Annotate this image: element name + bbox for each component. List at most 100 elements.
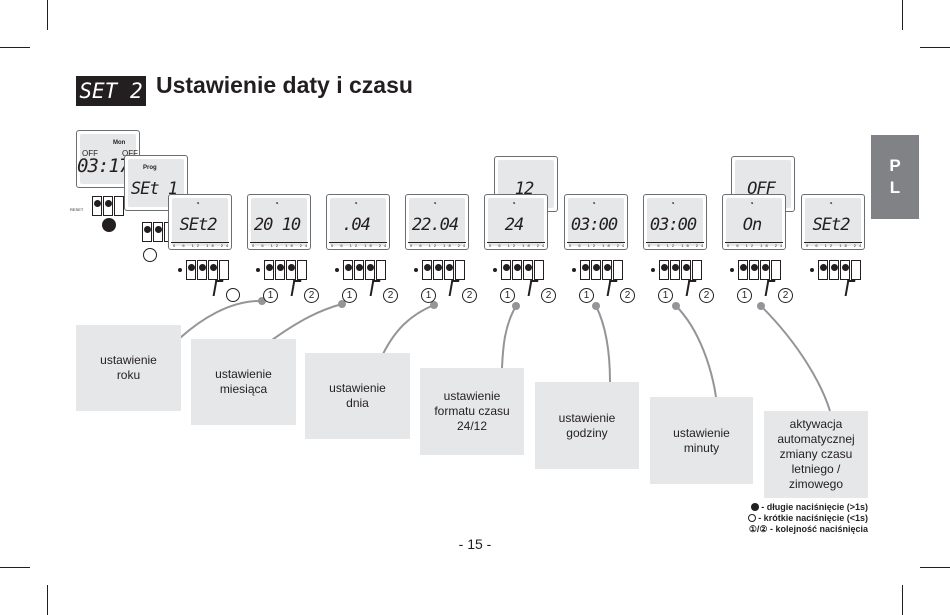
device-button[interactable] (692, 260, 702, 280)
device-button[interactable] (738, 260, 748, 280)
device-button[interactable] (512, 260, 522, 280)
device-button[interactable] (659, 260, 669, 280)
device-button[interactable] (433, 260, 443, 280)
device-button[interactable] (591, 260, 601, 280)
lcd-off-label: OFF (122, 149, 138, 158)
device-button[interactable] (534, 260, 544, 280)
language-letter: L (889, 178, 901, 197)
device-button[interactable] (354, 260, 364, 280)
device-button[interactable] (219, 260, 229, 280)
crop-mark (0, 47, 30, 48)
crop-mark (920, 47, 950, 48)
lcd-tick-labels: 0 6 12 18 24 (648, 243, 707, 248)
device-button[interactable] (103, 196, 113, 216)
device-button[interactable] (365, 260, 375, 280)
reset-label: RESET (70, 207, 84, 212)
sequence-one-icon: 1 (342, 288, 357, 303)
lcd-digits: .04 (342, 215, 371, 235)
device-button[interactable] (153, 222, 163, 242)
device-button[interactable] (613, 260, 623, 280)
lcd-scale (408, 239, 466, 243)
button-panel (810, 260, 862, 282)
device-button[interactable] (297, 260, 307, 280)
lcd-scale (329, 239, 387, 243)
lcd-prog-label: Prog (143, 165, 157, 171)
lcd-background (726, 198, 782, 246)
device-button[interactable] (818, 260, 828, 280)
label-box-dst: aktywacja automatycznej zmiany czasu let… (764, 411, 868, 498)
lcd-background (488, 198, 544, 246)
page-title: Ustawienie daty i czasu (156, 72, 413, 98)
device-button[interactable] (681, 260, 691, 280)
lcd-digits: On (742, 215, 762, 235)
device-button[interactable] (455, 260, 465, 280)
device-button[interactable] (114, 196, 124, 216)
short-press-icon (143, 248, 157, 262)
device-button[interactable] (840, 260, 850, 280)
sequence-one-icon: 1 (263, 288, 278, 303)
indicator-dot (178, 268, 182, 272)
button-panel (178, 260, 230, 282)
lcd-background (647, 198, 703, 246)
lcd-tick-labels: 0 6 12 18 24 (569, 243, 628, 248)
label-text: ustawienie minuty (673, 425, 730, 455)
device-button[interactable] (523, 260, 533, 280)
crop-mark (902, 585, 903, 615)
lcd-background (251, 198, 307, 246)
label-box-format: ustawienie formatu czasu 24/12 (420, 368, 524, 455)
device-button[interactable] (186, 260, 196, 280)
clock-icon: ◔ (749, 199, 754, 208)
lcd-scale (487, 239, 545, 243)
device-button[interactable] (670, 260, 680, 280)
device-button[interactable] (829, 260, 839, 280)
crop-mark (920, 567, 950, 568)
sequence-two-icon: 2 (778, 288, 793, 303)
lcd-background (568, 198, 624, 246)
lcd-screen: ◔ On 0 6 12 18 24 (722, 194, 786, 250)
lcd-background (409, 198, 465, 246)
device-button[interactable] (142, 222, 152, 242)
device-button[interactable] (580, 260, 590, 280)
device-button[interactable] (760, 260, 770, 280)
label-text: aktywacja automatycznej zmiany czasu let… (777, 417, 855, 491)
device-button[interactable] (343, 260, 353, 280)
device-button[interactable] (602, 260, 612, 280)
device-button[interactable] (275, 260, 285, 280)
lcd-digits: SEt2 (179, 215, 218, 235)
device-button[interactable] (376, 260, 386, 280)
lcd-scale (646, 239, 704, 243)
lcd-tick-labels: 0 6 12 18 24 (727, 243, 786, 248)
indicator-dot (493, 268, 497, 272)
device-button[interactable] (286, 260, 296, 280)
indicator-dot (414, 268, 418, 272)
device-button[interactable] (197, 260, 207, 280)
page-number: - 15 - (458, 536, 492, 552)
device-button[interactable] (208, 260, 218, 280)
legend-order-text: ①/② - kolejność naciśnięcia (748, 524, 868, 534)
indicator-dot (572, 268, 576, 272)
device-button[interactable] (749, 260, 759, 280)
legend-short: - krótkie naciśnięcie (<1s) (748, 513, 868, 524)
label-text: ustawienie roku (100, 353, 157, 382)
device-button[interactable] (264, 260, 274, 280)
lcd-scale (725, 239, 783, 243)
device-button[interactable] (501, 260, 511, 280)
lcd-scale (250, 239, 308, 243)
device-button[interactable] (851, 260, 861, 280)
label-text: ustawienie formatu czasu 24/12 (434, 389, 510, 433)
clock-icon: ◔ (511, 199, 516, 208)
language-tab: P L (871, 135, 919, 219)
device-button[interactable] (771, 260, 781, 280)
button-panel (414, 260, 466, 282)
device-button[interactable] (422, 260, 432, 280)
indicator-dot (256, 268, 260, 272)
lcd-digits: SEt 1 (130, 179, 178, 199)
device-button[interactable] (444, 260, 454, 280)
device-button[interactable] (92, 196, 102, 216)
lcd-digits: 24 (504, 215, 524, 235)
lcd-tick-labels: 0 6 12 18 24 (806, 243, 865, 248)
button-panel (572, 260, 624, 282)
label-box-month: ustawienie miesiąca (191, 339, 296, 425)
